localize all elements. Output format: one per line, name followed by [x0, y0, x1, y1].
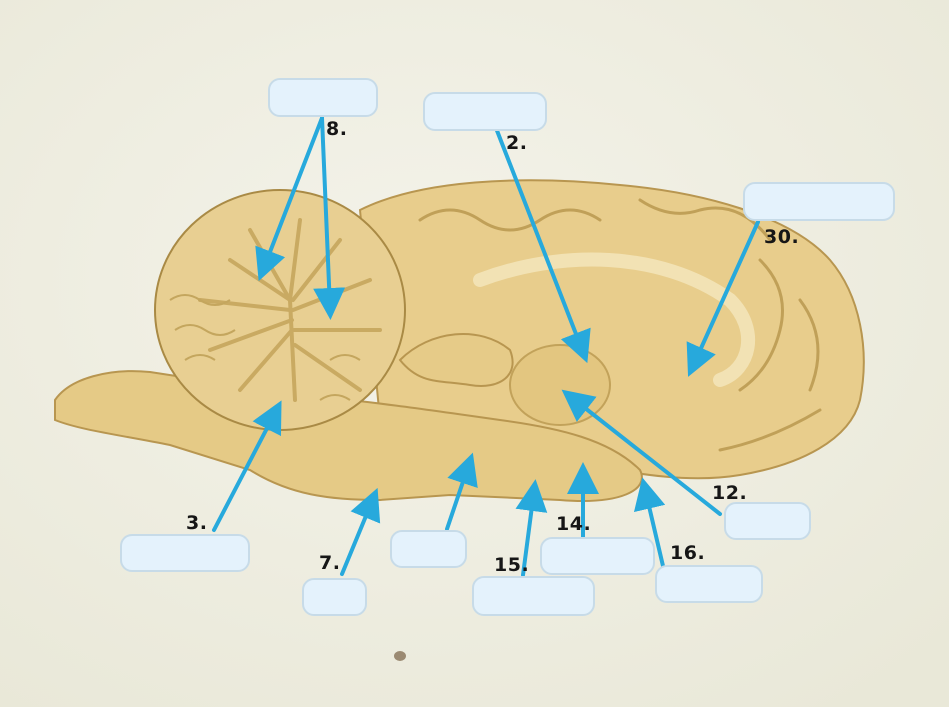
pointer-arrows [212, 116, 760, 577]
arrow-8b [313, 116, 346, 320]
label-box-unnumbered[interactable] [390, 530, 467, 568]
midbrain [398, 333, 514, 387]
label-box-15[interactable] [472, 576, 595, 616]
label-number-12: 12. [712, 482, 748, 504]
arrow-30 [686, 220, 760, 377]
arrow-12 [561, 389, 722, 516]
debris-spot [394, 651, 406, 661]
label-box-16[interactable] [655, 565, 763, 603]
label-number-7: 7. [319, 552, 341, 574]
folia-texture [169, 294, 361, 401]
arrow-7 [340, 487, 381, 576]
arrow-2 [494, 126, 591, 364]
label-number-30: 30. [764, 226, 800, 248]
arrow-unnumbered [445, 452, 478, 531]
arrow-15 [515, 479, 548, 577]
label-number-14: 14. [556, 513, 592, 535]
brain-tissue [54, 179, 865, 661]
label-box-14[interactable] [540, 537, 655, 575]
corpus-callosum [473, 252, 755, 387]
label-box-30[interactable] [743, 182, 895, 221]
label-number-8: 8. [326, 118, 348, 140]
gyri-texture [418, 198, 822, 452]
label-box-12[interactable] [724, 502, 811, 540]
thalamus [509, 344, 611, 426]
label-number-16: 16. [670, 542, 706, 564]
label-box-7[interactable] [302, 578, 367, 616]
arrow-3 [212, 400, 282, 532]
label-box-3[interactable] [120, 534, 250, 572]
label-box-2[interactable] [423, 92, 547, 131]
arrow-16 [633, 477, 666, 568]
label-number-15: 15. [494, 554, 530, 576]
label-number-2: 2. [506, 132, 528, 154]
label-box-8[interactable] [268, 78, 378, 117]
arrow-8a [255, 116, 324, 282]
label-number-3: 3. [186, 512, 208, 534]
arbor-vitae [198, 218, 382, 402]
